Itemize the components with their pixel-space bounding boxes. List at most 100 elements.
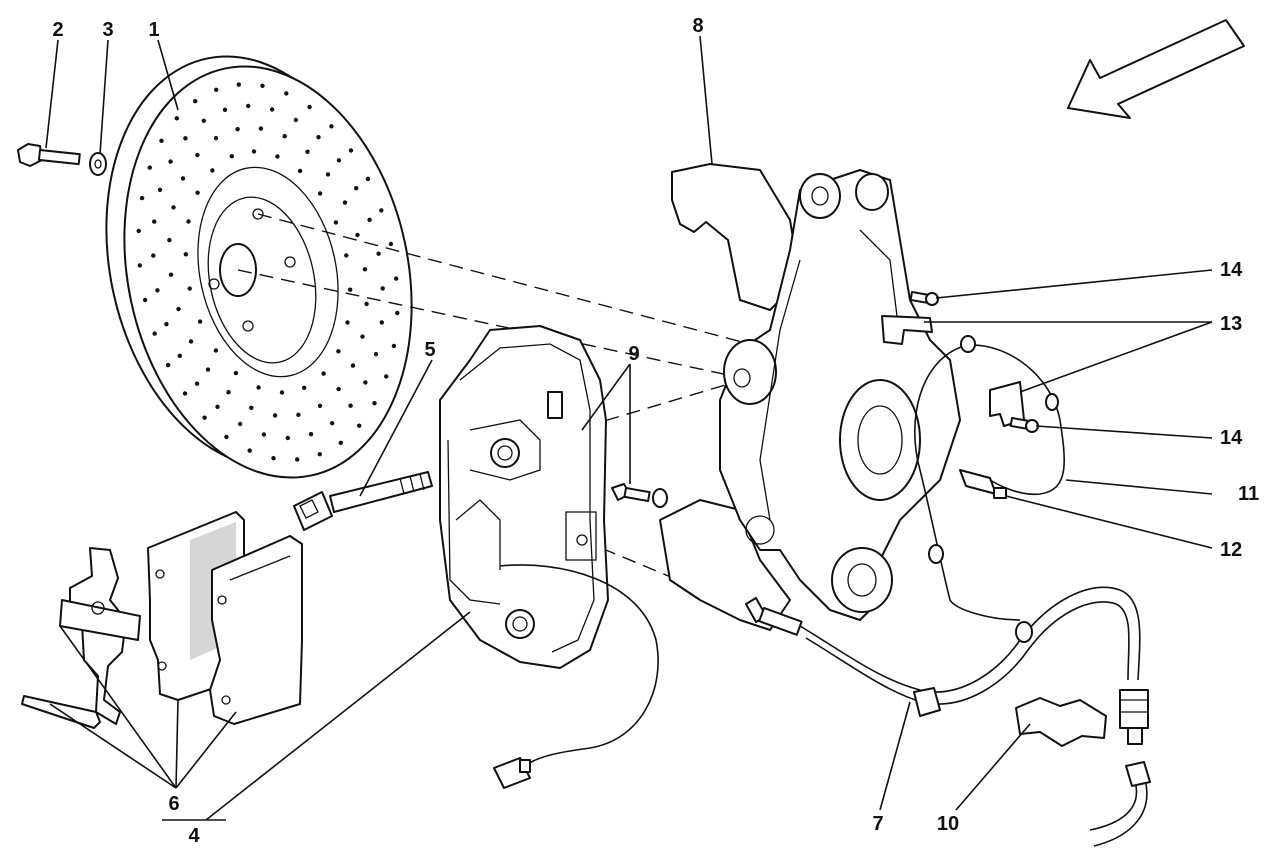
drill-hole (197, 319, 203, 324)
callout-1: 1 (148, 19, 159, 41)
drill-hole (174, 116, 179, 121)
drill-hole (215, 404, 220, 409)
drill-hole (139, 195, 145, 201)
drill-hole (285, 435, 290, 441)
callout-3: 3 (102, 19, 113, 41)
drill-hole (338, 440, 343, 445)
drill-hole (177, 353, 182, 358)
drill-hole (345, 320, 350, 325)
drill-hole (152, 219, 157, 224)
drill-hole (394, 276, 399, 281)
drill-hole (367, 217, 372, 222)
drill-hole (329, 124, 334, 129)
drill-hole (201, 118, 206, 124)
clip-screw-upper (909, 291, 939, 306)
drill-hole (384, 374, 389, 379)
cable-clip-upper (881, 315, 933, 345)
pad-wear-cable (493, 564, 659, 789)
drill-hole (348, 287, 353, 292)
drill-hole (195, 152, 200, 158)
drill-hole (302, 385, 307, 390)
drill-hole (342, 200, 348, 205)
drill-hole (372, 401, 377, 406)
drill-hole (293, 117, 299, 123)
disc-washer (89, 152, 107, 176)
drill-hole (152, 331, 157, 336)
caliper-screw (611, 483, 668, 508)
drill-hole (222, 107, 228, 113)
drill-hole (348, 403, 353, 408)
drill-hole (151, 253, 156, 258)
drill-hole (354, 186, 359, 191)
drill-hole (236, 82, 241, 87)
drill-hole (249, 405, 254, 410)
drill-hole (364, 301, 369, 307)
pad-retaining-spring (59, 547, 141, 725)
speed-sensor-cable (914, 335, 1066, 621)
brake-pad-outer (209, 535, 303, 725)
drill-hole (297, 168, 303, 174)
callout-labels: 1 2 3 4 5 6 7 8 9 10 11 12 13 14 14 (52, 15, 1259, 847)
steering-knuckle (719, 169, 961, 621)
drill-hole (279, 390, 285, 395)
drill-hole (165, 362, 171, 368)
drill-hole (316, 135, 321, 140)
drill-hole (269, 107, 275, 112)
callout-13: 13 (1220, 313, 1242, 335)
drill-hole (271, 456, 276, 461)
drill-hole (202, 415, 207, 420)
drill-hole (388, 241, 394, 247)
drill-hole (157, 187, 163, 192)
drill-hole (159, 138, 164, 143)
drill-hole (187, 286, 192, 291)
drill-hole (376, 251, 381, 256)
drill-hole (357, 423, 362, 428)
callout-10: 10 (937, 813, 959, 835)
alignment-lines (237, 213, 751, 611)
drill-hole (213, 136, 219, 141)
drill-hole (336, 386, 341, 392)
drill-hole (171, 205, 176, 210)
drill-hole (142, 297, 148, 303)
drill-hole (155, 288, 160, 293)
drill-hole (325, 172, 331, 177)
drill-hole (379, 320, 384, 325)
brake-dust-shield (659, 163, 801, 631)
callout-14-lower: 14 (1220, 427, 1243, 449)
drill-hole (363, 380, 368, 385)
drill-hole (224, 434, 229, 440)
callout-12: 12 (1220, 539, 1242, 561)
callout-9: 9 (628, 343, 639, 365)
drill-hole (176, 306, 181, 312)
callout-14-upper: 14 (1220, 259, 1243, 281)
callout-11: 11 (1238, 483, 1259, 505)
drill-hole (137, 263, 142, 268)
drill-hole (180, 176, 186, 181)
wheel-speed-sensor (959, 469, 1007, 499)
drill-hole (258, 126, 264, 131)
callout-2: 2 (52, 19, 63, 41)
drill-hole (272, 413, 278, 418)
callout-5: 5 (424, 339, 435, 361)
drill-hole (210, 168, 215, 173)
callout-7: 7 (872, 813, 883, 835)
drill-hole (395, 310, 400, 316)
drill-hole (344, 253, 349, 258)
drill-hole (317, 403, 323, 408)
drill-hole (284, 91, 289, 96)
drill-hole (247, 448, 252, 453)
drill-hole (317, 191, 323, 196)
drill-hole (194, 381, 200, 386)
drill-hole (168, 159, 173, 164)
drill-hole (167, 237, 172, 243)
drill-hole (348, 148, 354, 153)
drill-hole (260, 83, 265, 89)
drill-hole (308, 432, 314, 437)
drill-hole (336, 158, 342, 163)
drill-hole (188, 339, 194, 344)
drill-hole (333, 220, 339, 225)
drill-hole (379, 208, 384, 213)
drill-hole (205, 367, 211, 372)
drill-hole (235, 127, 240, 132)
